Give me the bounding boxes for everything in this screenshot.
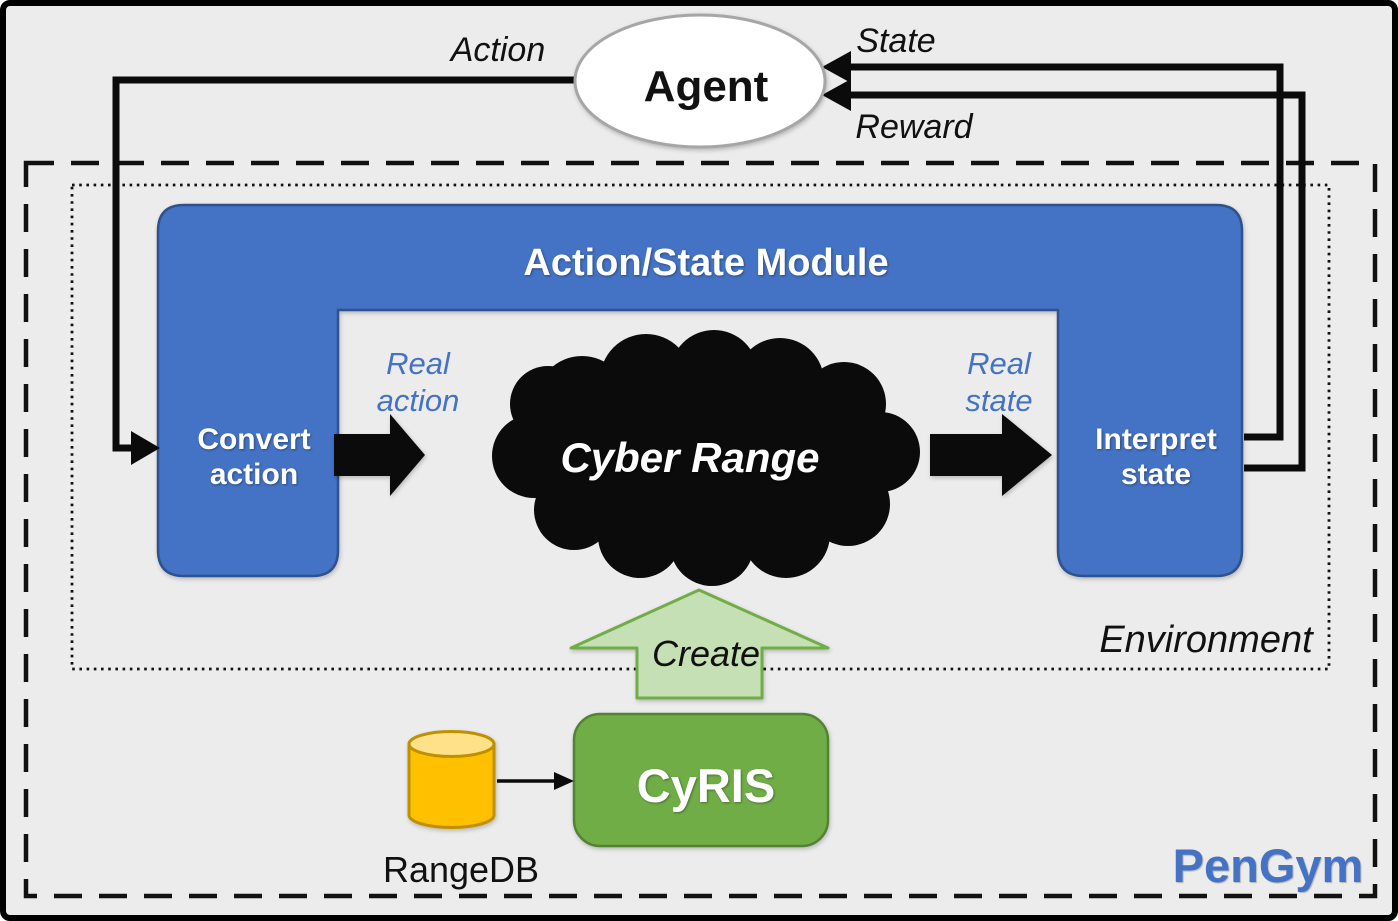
action-state-module-shape bbox=[156, 203, 1244, 578]
action-flow-label: Action bbox=[450, 30, 546, 69]
pengym-label: PenGym bbox=[1172, 839, 1364, 893]
agent-ellipse bbox=[573, 13, 827, 149]
cyris-box bbox=[572, 712, 830, 848]
agent-label: Agent bbox=[643, 62, 769, 112]
create-flow-label: Create bbox=[651, 632, 761, 674]
diagram-shapes bbox=[23, 13, 1378, 899]
pengym-dashed-border bbox=[23, 160, 1378, 899]
rangedb-label: RangeDB bbox=[382, 848, 540, 890]
real-action-label: Real action bbox=[376, 346, 460, 418]
state-connector bbox=[822, 51, 1284, 441]
cyber-range-cloud bbox=[492, 330, 920, 586]
action-arrowhead-icon bbox=[131, 431, 160, 465]
module-title: Action/State Module bbox=[523, 241, 889, 284]
rangedb-arrowhead-icon bbox=[554, 772, 574, 790]
real-action-arrow-icon bbox=[334, 414, 425, 496]
reward-arrowhead-icon bbox=[822, 79, 851, 111]
real-state-label: Real state bbox=[965, 346, 1033, 418]
interpret-state-label: Interpret state bbox=[1095, 422, 1217, 491]
state-flow-label: State bbox=[856, 21, 936, 60]
cyris-label: CyRIS bbox=[636, 759, 776, 813]
reward-flow-label: Reward bbox=[855, 107, 973, 146]
create-arrow bbox=[569, 588, 830, 700]
action-connector bbox=[112, 76, 576, 465]
convert-action-label: Convert action bbox=[197, 422, 311, 491]
state-arrowhead-icon bbox=[822, 51, 851, 83]
environment-label: Environment bbox=[1099, 618, 1313, 661]
cyber-range-label: Cyber Range bbox=[560, 434, 820, 482]
rangedb-cylinder-icon bbox=[407, 730, 496, 829]
real-state-arrow-icon bbox=[930, 414, 1052, 496]
reward-connector bbox=[822, 79, 1306, 472]
rangedb-cyris-connector bbox=[497, 772, 574, 790]
